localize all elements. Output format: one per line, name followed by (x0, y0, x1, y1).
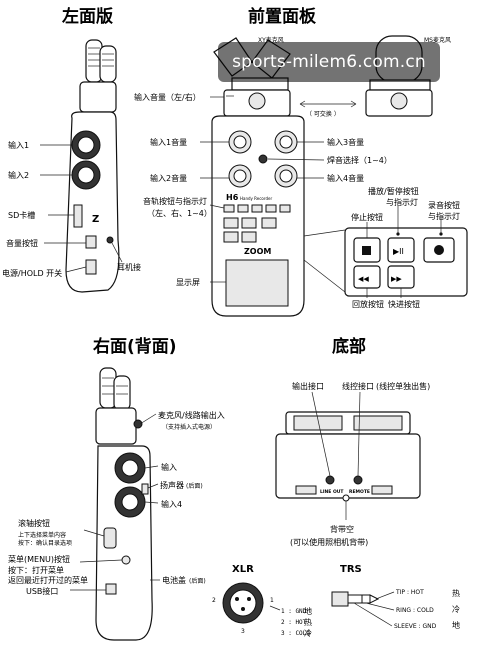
trs-cn-tip: 热 (452, 588, 460, 598)
trs-pin-tip: TIP : HOT (395, 589, 424, 596)
trs-title: TRS (340, 564, 362, 575)
left-side-device: Z (66, 40, 119, 292)
xlr-cn-1: 地 (304, 606, 312, 616)
trs-cn-ring: 冷 (452, 604, 460, 614)
section-title-front: 前置面板 (248, 6, 317, 27)
xlr-cn-2: 热 (304, 617, 312, 627)
label-input1-volume: 输入1音量 (150, 137, 187, 147)
label-input3-volume: 输入3音量 (327, 137, 364, 147)
label-rewind: 回放按钮 (352, 299, 384, 309)
svg-text:▶II: ▶II (393, 247, 404, 256)
label-track-buttons: 音轨按钮与指示灯 (143, 196, 207, 206)
xlr-connector-illustration (223, 583, 263, 623)
label-tripod: 背带空 (330, 524, 354, 534)
label-remote-port: 线控接口 (342, 381, 374, 391)
label-scroll-wheel: 滚轴按钮 (18, 518, 50, 528)
label-power-hold: 电源/HOLD 开关 (2, 268, 62, 278)
bottom-device: LINE OUT REMOTE (276, 412, 420, 501)
label-input2: 输入2 (8, 170, 29, 180)
trs-cn-sleeve: 地 (452, 620, 460, 630)
label-input4-volume: 输入4音量 (327, 173, 364, 183)
label-sd-slot: SD卡槽 (8, 210, 35, 220)
label-input1: 输入1 (8, 140, 29, 150)
label-menu-sub2: 返回最近打开过的菜单 (8, 575, 88, 585)
label-right-input: 输入 (161, 462, 177, 472)
label-line-out-port: 输出接口 (292, 381, 324, 391)
label-battery-sub: (后面) (189, 577, 206, 585)
trs-pin-ring: RING : COLD (396, 607, 434, 614)
label-speaker-sub: (后面) (186, 482, 203, 490)
label-usb: USB接口 (26, 586, 58, 596)
label-scroll-sub2: 按下：确认目录选项 (18, 539, 72, 547)
xlr-pin-num-1: 1 (270, 597, 274, 604)
ms-mic-base (366, 90, 432, 116)
label-pad-select: 焊音选择（1~4） (327, 155, 392, 165)
xlr-pin-num-2: 2 (212, 597, 216, 604)
label-track-buttons-sub: （左、右、1~4） (147, 208, 212, 218)
xlr-pin-2: 2 : HOT (281, 619, 307, 626)
label-fast-forward: 快进按钮 (388, 299, 420, 309)
right-side-device (96, 368, 152, 640)
trs-pin-sleeve: SLEEVE : GND (394, 623, 437, 630)
xlr-title: XLR (232, 564, 254, 575)
xlr-pin-1: 1 : GND (281, 608, 307, 615)
xlr-cn-3: 冷 (304, 628, 312, 638)
watermark-banner: sports-milem6.com.cn (218, 42, 440, 82)
brand-label: ZOOM (244, 247, 271, 256)
label-headphone: 耳机接 (117, 262, 141, 272)
svg-text:Z: Z (92, 214, 99, 225)
label-play-pause: 播放/暂停按钮 (368, 186, 419, 196)
label-remote-sub: (线控单独出售) (376, 381, 430, 391)
svg-text:▶▶: ▶▶ (391, 275, 402, 283)
label-plugin-power: （支持插入式电源） (162, 423, 216, 431)
remote-tag: REMOTE (349, 489, 370, 495)
svg-text:◀◀: ◀◀ (358, 275, 369, 283)
label-scroll-sub1: 上下选择菜单内容 (18, 531, 66, 539)
front-device-body: H6 Handy Recorder ZOOM (212, 116, 304, 316)
label-play-led: 与指示灯 (386, 197, 418, 207)
label-input2-volume: 输入2音量 (150, 173, 187, 183)
label-swap: （ 可交换 ） (306, 110, 340, 118)
label-display: 显示屏 (176, 278, 200, 287)
label-battery-cover: 电池盖 (162, 575, 186, 585)
line-out-tag: LINE OUT (320, 489, 344, 495)
label-stop: 停止按钮 (351, 212, 383, 222)
label-rec-led: 与指示灯 (428, 211, 460, 221)
section-title-bottom: 底部 (332, 336, 366, 357)
label-volume-button: 音量按钮 (6, 238, 38, 248)
label-speaker: 扬声器 (160, 480, 184, 490)
xlr-pin-num-3: 3 (241, 628, 245, 635)
label-menu-button: 菜单(MENU)按钮 (8, 554, 70, 564)
label-menu-sub1: 按下：打开菜单 (8, 565, 64, 575)
label-input-lr: 输入音量（左/右） (134, 92, 201, 102)
label-rec: 录音按钮 (428, 200, 460, 210)
section-title-left: 左面版 (62, 6, 113, 27)
device-sub-label: Handy Recorder (240, 196, 272, 201)
xy-mic-base (224, 90, 290, 116)
section-title-right: 右面(背面) (93, 336, 177, 357)
device-model-label: H6 (226, 193, 239, 202)
transport-zoom-panel: ▶II ◀◀ ▶▶ (345, 228, 467, 296)
label-mic-line-io: 麦克风/线路输出入 (158, 410, 225, 420)
label-tripod-sub: (可以使用照相机背带) (290, 537, 368, 547)
label-input4: 输入4 (161, 499, 182, 509)
